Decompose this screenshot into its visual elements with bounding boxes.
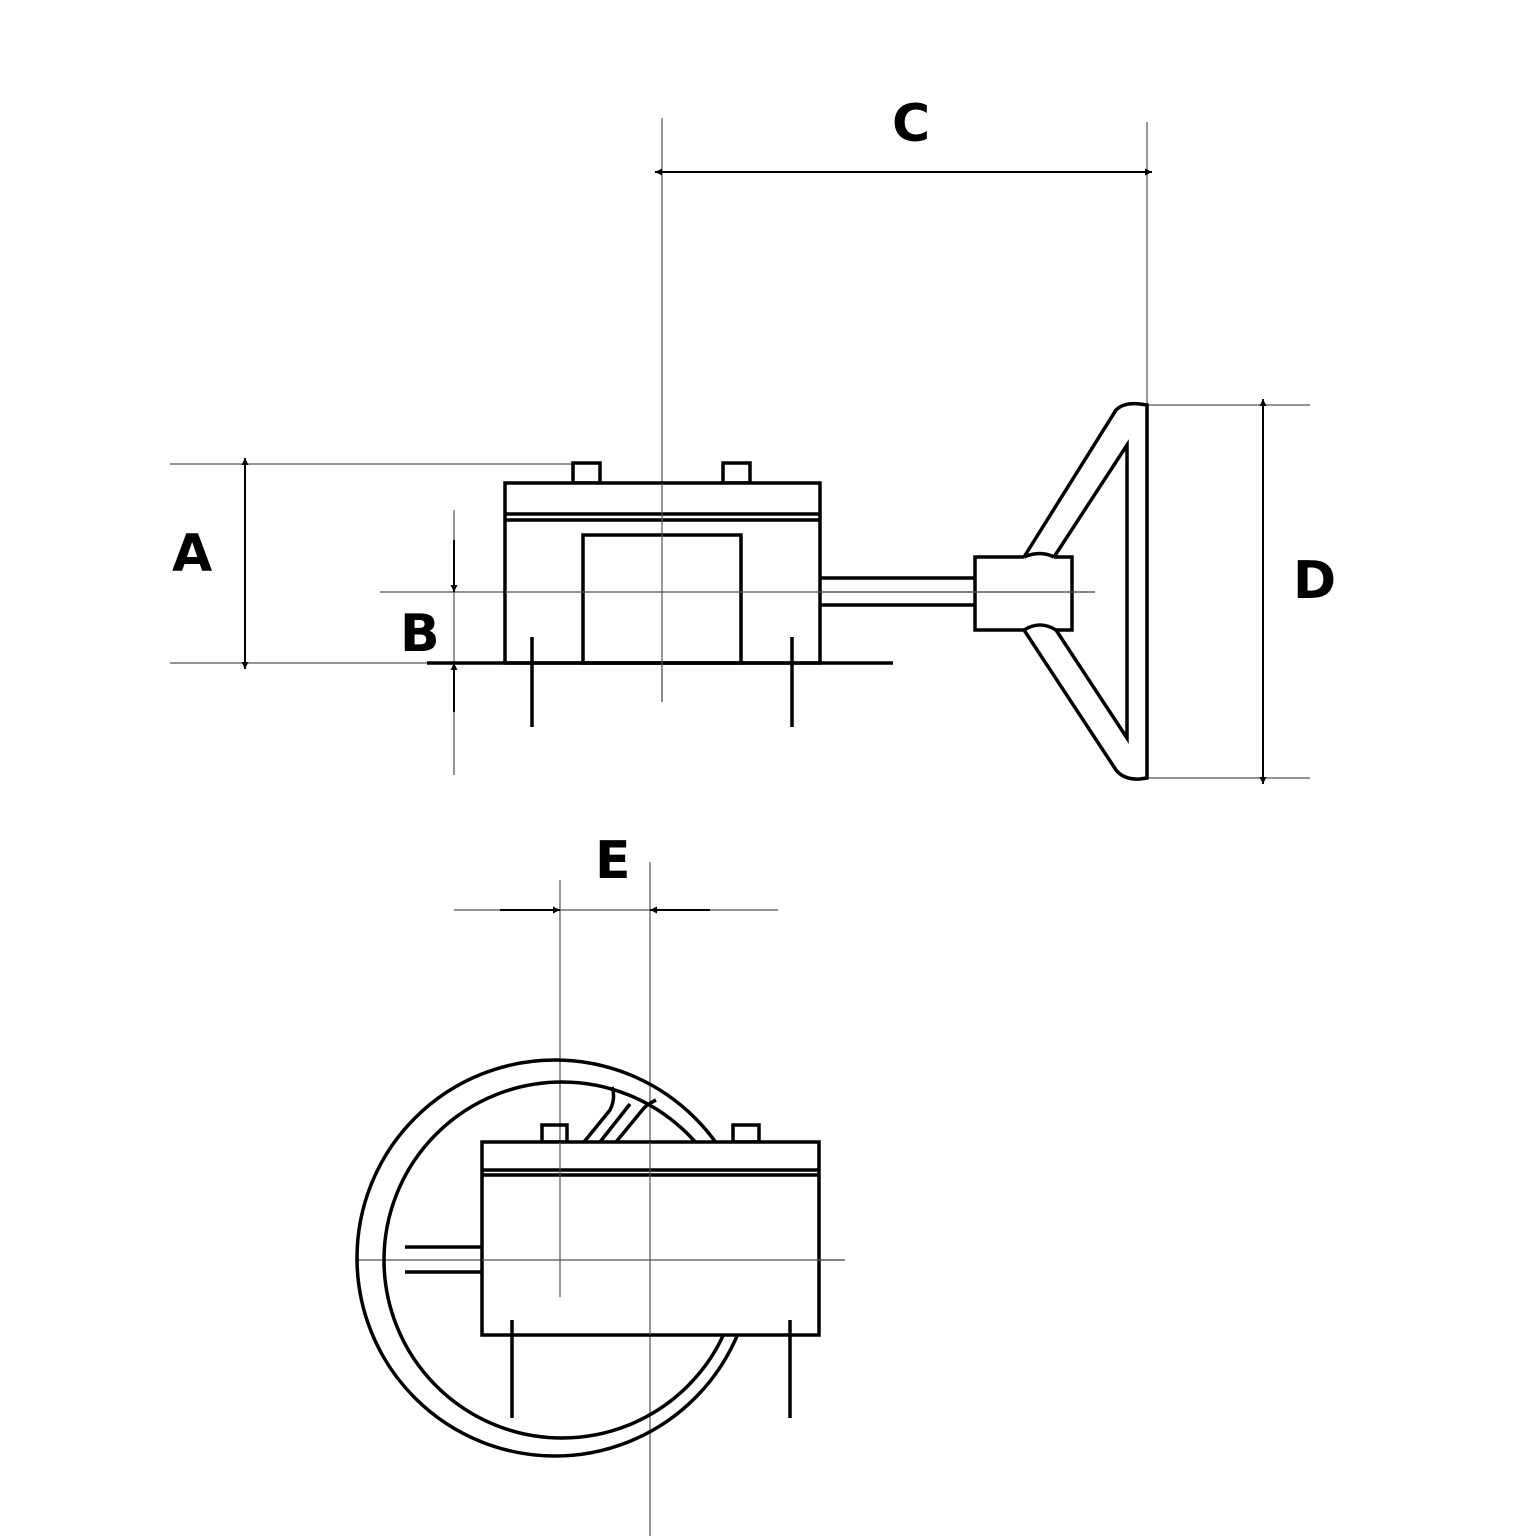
plan-view: [355, 1058, 821, 1458]
side-view: [427, 401, 1149, 781]
dimension-label-d: D: [1293, 551, 1337, 611]
dimension-label-b: B: [400, 604, 440, 664]
dimension-label-e: E: [595, 831, 631, 891]
dimension-label-c: C: [892, 94, 931, 154]
plan-view-centerline-overlay: [482, 1142, 845, 1335]
side-view-centerline-overlay: [505, 483, 1095, 702]
dimension-label-a: A: [172, 524, 213, 584]
dimension-lines: [241, 168, 1267, 914]
